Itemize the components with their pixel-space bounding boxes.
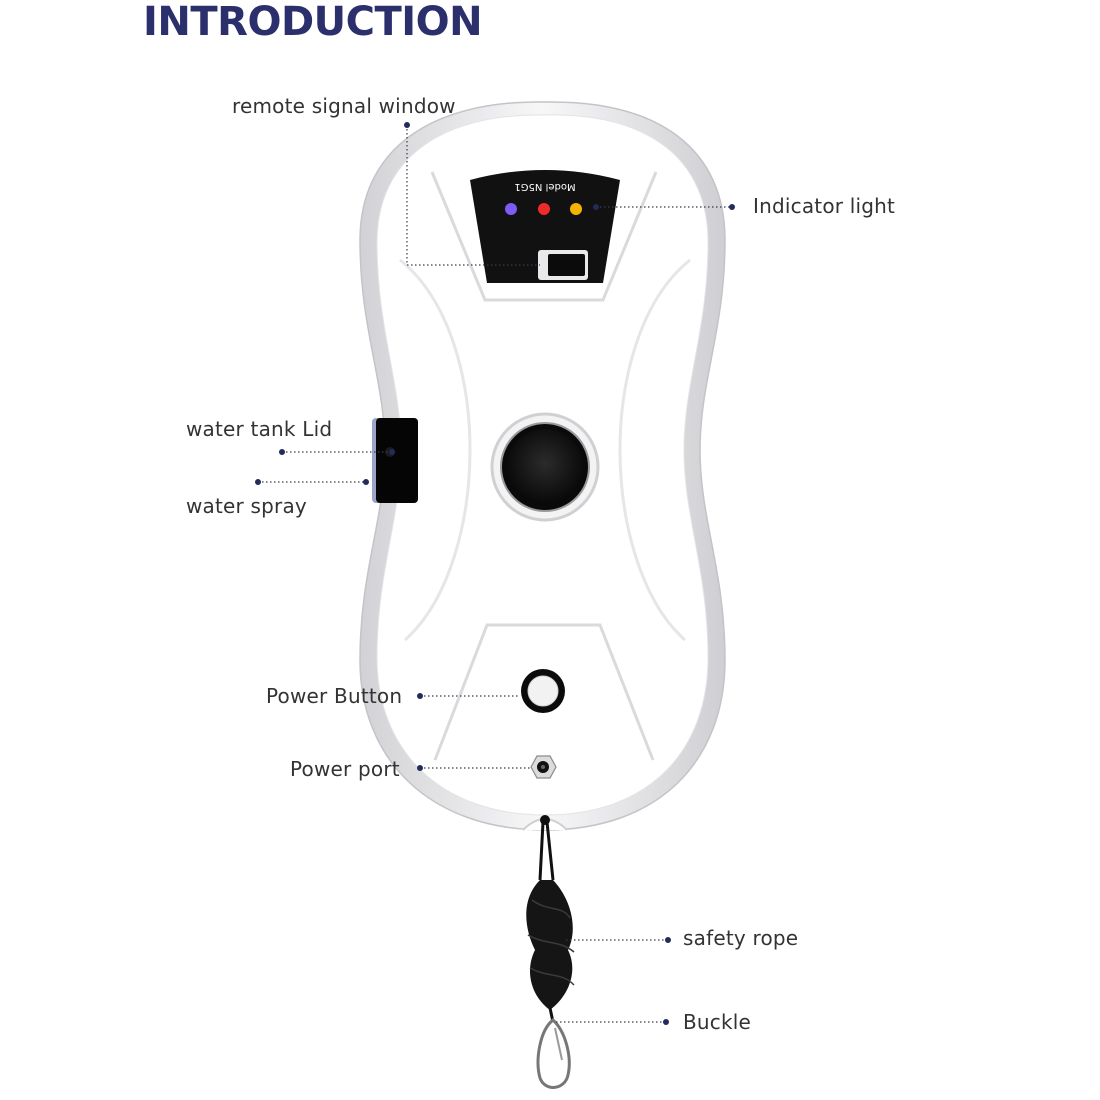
label-power-port: Power port [290,757,400,781]
leader-lines [255,122,735,1025]
model-label: Model N5G1 [514,181,575,192]
indicator-led-red [538,203,550,215]
label-indicator-light: Indicator light [753,194,896,218]
dot-power-port [417,765,423,771]
indicator-led-blue [505,203,517,215]
dot-power-button [417,693,423,699]
page-title: INTRODUCTION [143,0,483,45]
control-panel: Model N5G1 [470,170,620,283]
label-water-tank-lid: water tank Lid [186,417,333,441]
dot-buckle [663,1019,669,1025]
indicator-led-yellow [570,203,582,215]
water-tank-lid [372,418,418,503]
dot-safety-rope [665,937,671,943]
label-remote-signal-window: remote signal window [232,94,456,118]
center-knob [490,412,600,522]
label-water-spray: water spray [186,494,307,518]
dot-water-spray [255,479,261,485]
label-buckle: Buckle [683,1010,752,1034]
dot-remote-signal-window [404,122,410,128]
power-button [521,669,565,713]
label-safety-rope: safety rope [683,926,799,950]
safety-rope [526,815,575,1023]
buckle [536,1018,571,1089]
leader-remote-signal-window [406,125,540,266]
dot-indicator-light [729,204,735,210]
dot-water-tank-lid [279,449,285,455]
power-port [530,755,557,779]
dot-indicator-led [593,204,599,210]
label-power-button: Power Button [266,684,403,708]
